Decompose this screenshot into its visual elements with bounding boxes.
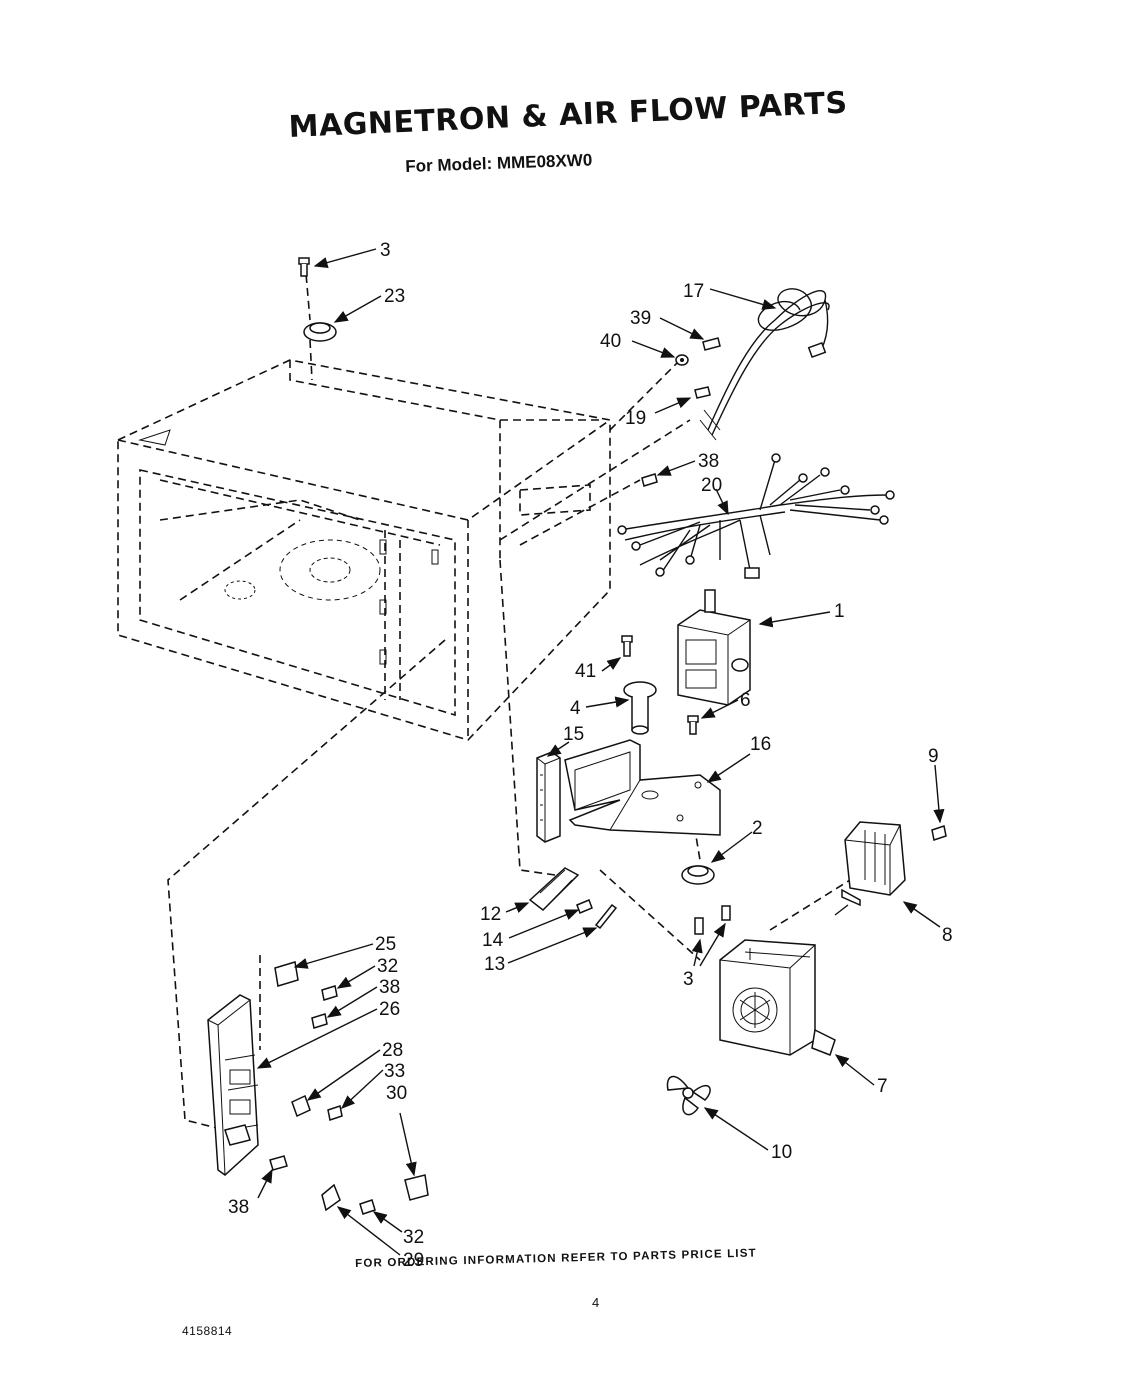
filter-part-15	[536, 751, 561, 843]
callout-30: 30	[386, 1083, 407, 1104]
switch-part-25	[274, 961, 299, 987]
magnetron-part-1	[677, 589, 751, 706]
callout-14: 14	[482, 930, 504, 951]
callout-12: 12	[480, 904, 501, 925]
screw-part-33	[327, 1105, 343, 1121]
washer-part-40	[675, 354, 689, 366]
callout-40: 40	[600, 331, 621, 352]
screw-part-19	[694, 386, 711, 399]
wiring-harness-part-20	[617, 453, 895, 579]
callout-38-lower: 38	[228, 1197, 249, 1218]
assembly-guide-lines	[167, 261, 851, 1131]
screw-part-3-lower	[694, 905, 731, 935]
callout-39: 39	[630, 308, 651, 329]
actuator-part-29	[321, 1183, 341, 1212]
callout-7: 7	[877, 1076, 888, 1097]
screw-part-32-upper	[321, 985, 338, 1001]
fitting-part-4	[623, 681, 657, 735]
screw-part-39	[702, 337, 721, 351]
callout-33: 33	[384, 1061, 405, 1082]
callout-6: 6	[740, 690, 751, 711]
callout-3-lower: 3	[683, 969, 694, 990]
callout-29: 29	[403, 1250, 424, 1271]
callout-15: 15	[563, 724, 584, 745]
callout-1: 1	[834, 601, 845, 622]
cavity-cabinet	[117, 359, 611, 741]
fan-motor-part-8	[834, 821, 906, 916]
callout-28: 28	[382, 1040, 403, 1061]
callout-32-upper: 32	[377, 956, 398, 977]
callout-32-lower: 32	[403, 1227, 424, 1248]
thermal-cutout-part-2	[681, 865, 715, 885]
screw-part-9	[931, 825, 947, 841]
door-latch-assembly	[207, 994, 259, 1176]
bracket-part-16	[564, 739, 721, 836]
screw-part-6	[687, 715, 699, 735]
lever-part-30	[404, 1174, 429, 1201]
page-number: 4	[592, 1295, 600, 1310]
screw-part-38-upper	[641, 473, 658, 487]
callout-16: 16	[750, 734, 771, 755]
callout-25: 25	[375, 934, 396, 955]
thermal-cutout-part-23	[303, 322, 337, 342]
screw-part-41	[621, 635, 633, 657]
callout-38-upper: 38	[698, 451, 719, 472]
callout-9: 9	[928, 746, 939, 767]
callout-38-middle: 38	[379, 977, 400, 998]
callout-2: 2	[752, 818, 763, 839]
document-number: 4158814	[182, 1324, 233, 1338]
hinge-part-12	[528, 867, 580, 911]
screw-part-14	[576, 899, 593, 914]
pin-part-13	[594, 903, 618, 930]
screw-part-38-middle	[311, 1013, 328, 1029]
callout-23: 23	[384, 286, 405, 307]
callout-17: 17	[683, 281, 704, 302]
callout-4: 4	[570, 698, 581, 719]
callout-3-top: 3	[380, 240, 391, 261]
switch-part-28	[291, 1094, 311, 1118]
screw-part-38-lower	[269, 1155, 288, 1171]
callout-41: 41	[575, 661, 596, 682]
callout-8: 8	[942, 925, 953, 946]
callout-13: 13	[484, 954, 505, 975]
fan-housing-part-7	[719, 939, 836, 1056]
callout-20: 20	[701, 475, 722, 496]
callout-26: 26	[379, 999, 400, 1020]
callout-labels: 3 23 17 39 40 19 38 20 1 41 4 6 15 16 9 …	[228, 240, 953, 1271]
fan-blade-part-10	[666, 1075, 711, 1116]
leader-lines	[256, 248, 945, 1256]
power-cord-part-17	[699, 288, 830, 441]
callout-19: 19	[625, 408, 646, 429]
screw-part-32-lower	[359, 1199, 376, 1215]
screw-part-3-top	[298, 257, 310, 277]
callout-10: 10	[771, 1142, 792, 1163]
